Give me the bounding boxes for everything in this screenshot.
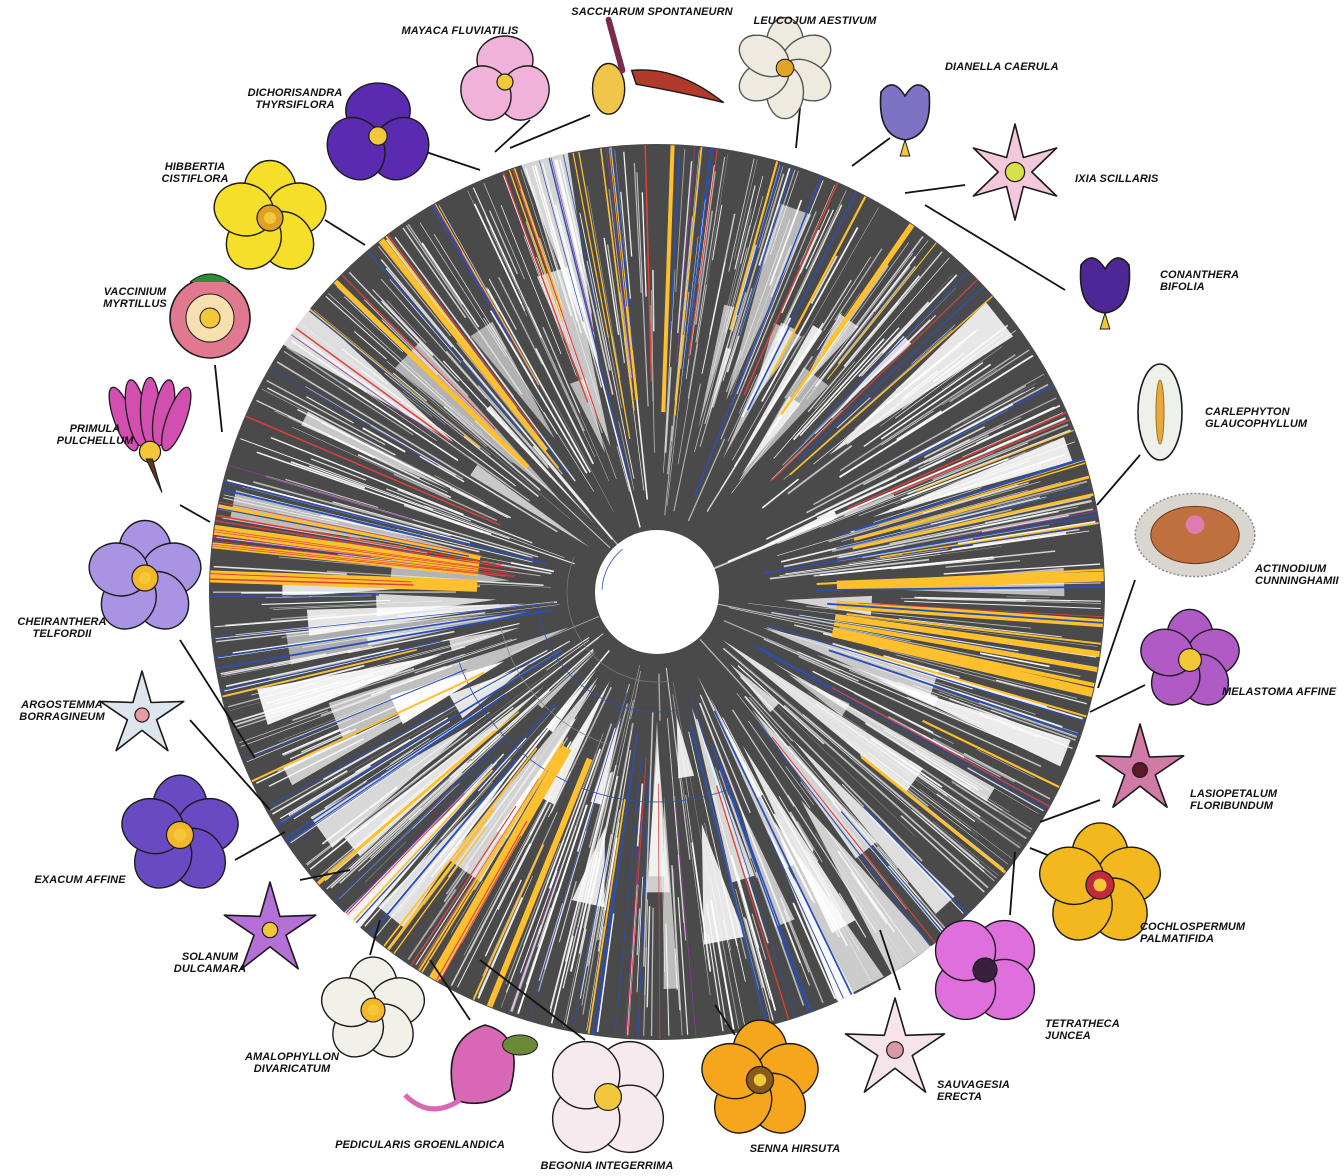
- flower-vaccinium: [170, 274, 250, 358]
- species-label-dianella: DIANELLA CAERULA: [945, 61, 1059, 73]
- species-label-mayaca: MAYACA FLUVIATILIS: [402, 25, 519, 37]
- leader-line-carlephyton: [1097, 455, 1140, 505]
- flower-mayaca: [451, 36, 559, 129]
- species-label-amalophyllon: AMALOPHYLLONDIVARICATUM: [244, 1051, 340, 1075]
- species-label-senna: SENNA HIRSUTA: [750, 1143, 841, 1155]
- flower-sauvagesia: [846, 998, 945, 1092]
- species-label-exacum: EXACUM AFFINE: [34, 874, 126, 886]
- flower-saccharum: [593, 20, 724, 114]
- leader-line-dichorisandra: [420, 150, 480, 170]
- species-label-carlephyton: CARLEPHYTONGLAUCOPHYLLUM: [1205, 406, 1308, 430]
- flower-carlephyton: [1138, 364, 1182, 460]
- species-label-tetratheca: TETRATHECAJUNCEA: [1045, 1018, 1120, 1042]
- flower-ixia: [973, 124, 1056, 220]
- leader-line-dianella: [852, 138, 890, 166]
- species-label-solanum: SOLANUMDULCAMARA: [174, 951, 246, 975]
- leader-line-ixia: [905, 185, 965, 193]
- species-label-actinodium: ACTINODIUMCUNNINGHAMII: [1254, 563, 1340, 587]
- leader-line-vaccinium: [215, 365, 222, 432]
- flower-melastoma: [1135, 609, 1245, 714]
- species-label-cheiranthera: CHEIRANTHERATELFORDII: [17, 616, 106, 640]
- species-label-leucojum: LEUCOJUM AESTIVUM: [754, 15, 878, 27]
- flower-leucojum: [732, 17, 838, 118]
- species-label-hibbertia: HIBBERTIACISTIFLORA: [162, 161, 229, 185]
- species-label-lasiopetalum: LASIOPETALUMFLORIBUNDUM: [1190, 788, 1278, 812]
- species-label-begonia: BEGONIA INTEGERRIMA: [541, 1160, 674, 1172]
- flower-conanthera: [1081, 258, 1130, 329]
- flower-argostemma: [100, 671, 184, 751]
- branch: [659, 674, 660, 721]
- species-label-melastoma: MELASTOMA AFFINE: [1222, 686, 1337, 698]
- species-label-conanthera: CONANTHERABIFOLIA: [1160, 269, 1239, 293]
- branch: [653, 270, 654, 331]
- species-label-cochlospermum: COCHLOSPERMUMPALMATIFIDA: [1140, 921, 1246, 945]
- tree-root-area: [595, 530, 719, 654]
- flower-actinodium: [1135, 493, 1255, 576]
- phylogenetic-tree: [209, 115, 1105, 1040]
- leader-line-exacum: [235, 832, 285, 860]
- flower-dianella: [881, 85, 930, 156]
- flower-senna: [695, 1020, 825, 1144]
- flower-lasiopetalum: [1096, 724, 1183, 807]
- species-label-saccharum: SACCHARUM SPONTANEURN: [571, 6, 733, 18]
- flower-pedicularis: [405, 1025, 538, 1109]
- leader-line-hibbertia: [325, 220, 365, 245]
- leader-line-melastoma: [1090, 685, 1145, 712]
- leader-line-primula: [180, 505, 210, 522]
- species-label-ixia: IXIA SCILLARIS: [1075, 173, 1159, 185]
- species-label-pedicularis: PEDICULARIS GROENLANDICA: [335, 1139, 505, 1151]
- leader-line-leucojum: [796, 108, 800, 148]
- flower-begonia: [539, 1028, 678, 1167]
- flower-exacum: [115, 775, 245, 899]
